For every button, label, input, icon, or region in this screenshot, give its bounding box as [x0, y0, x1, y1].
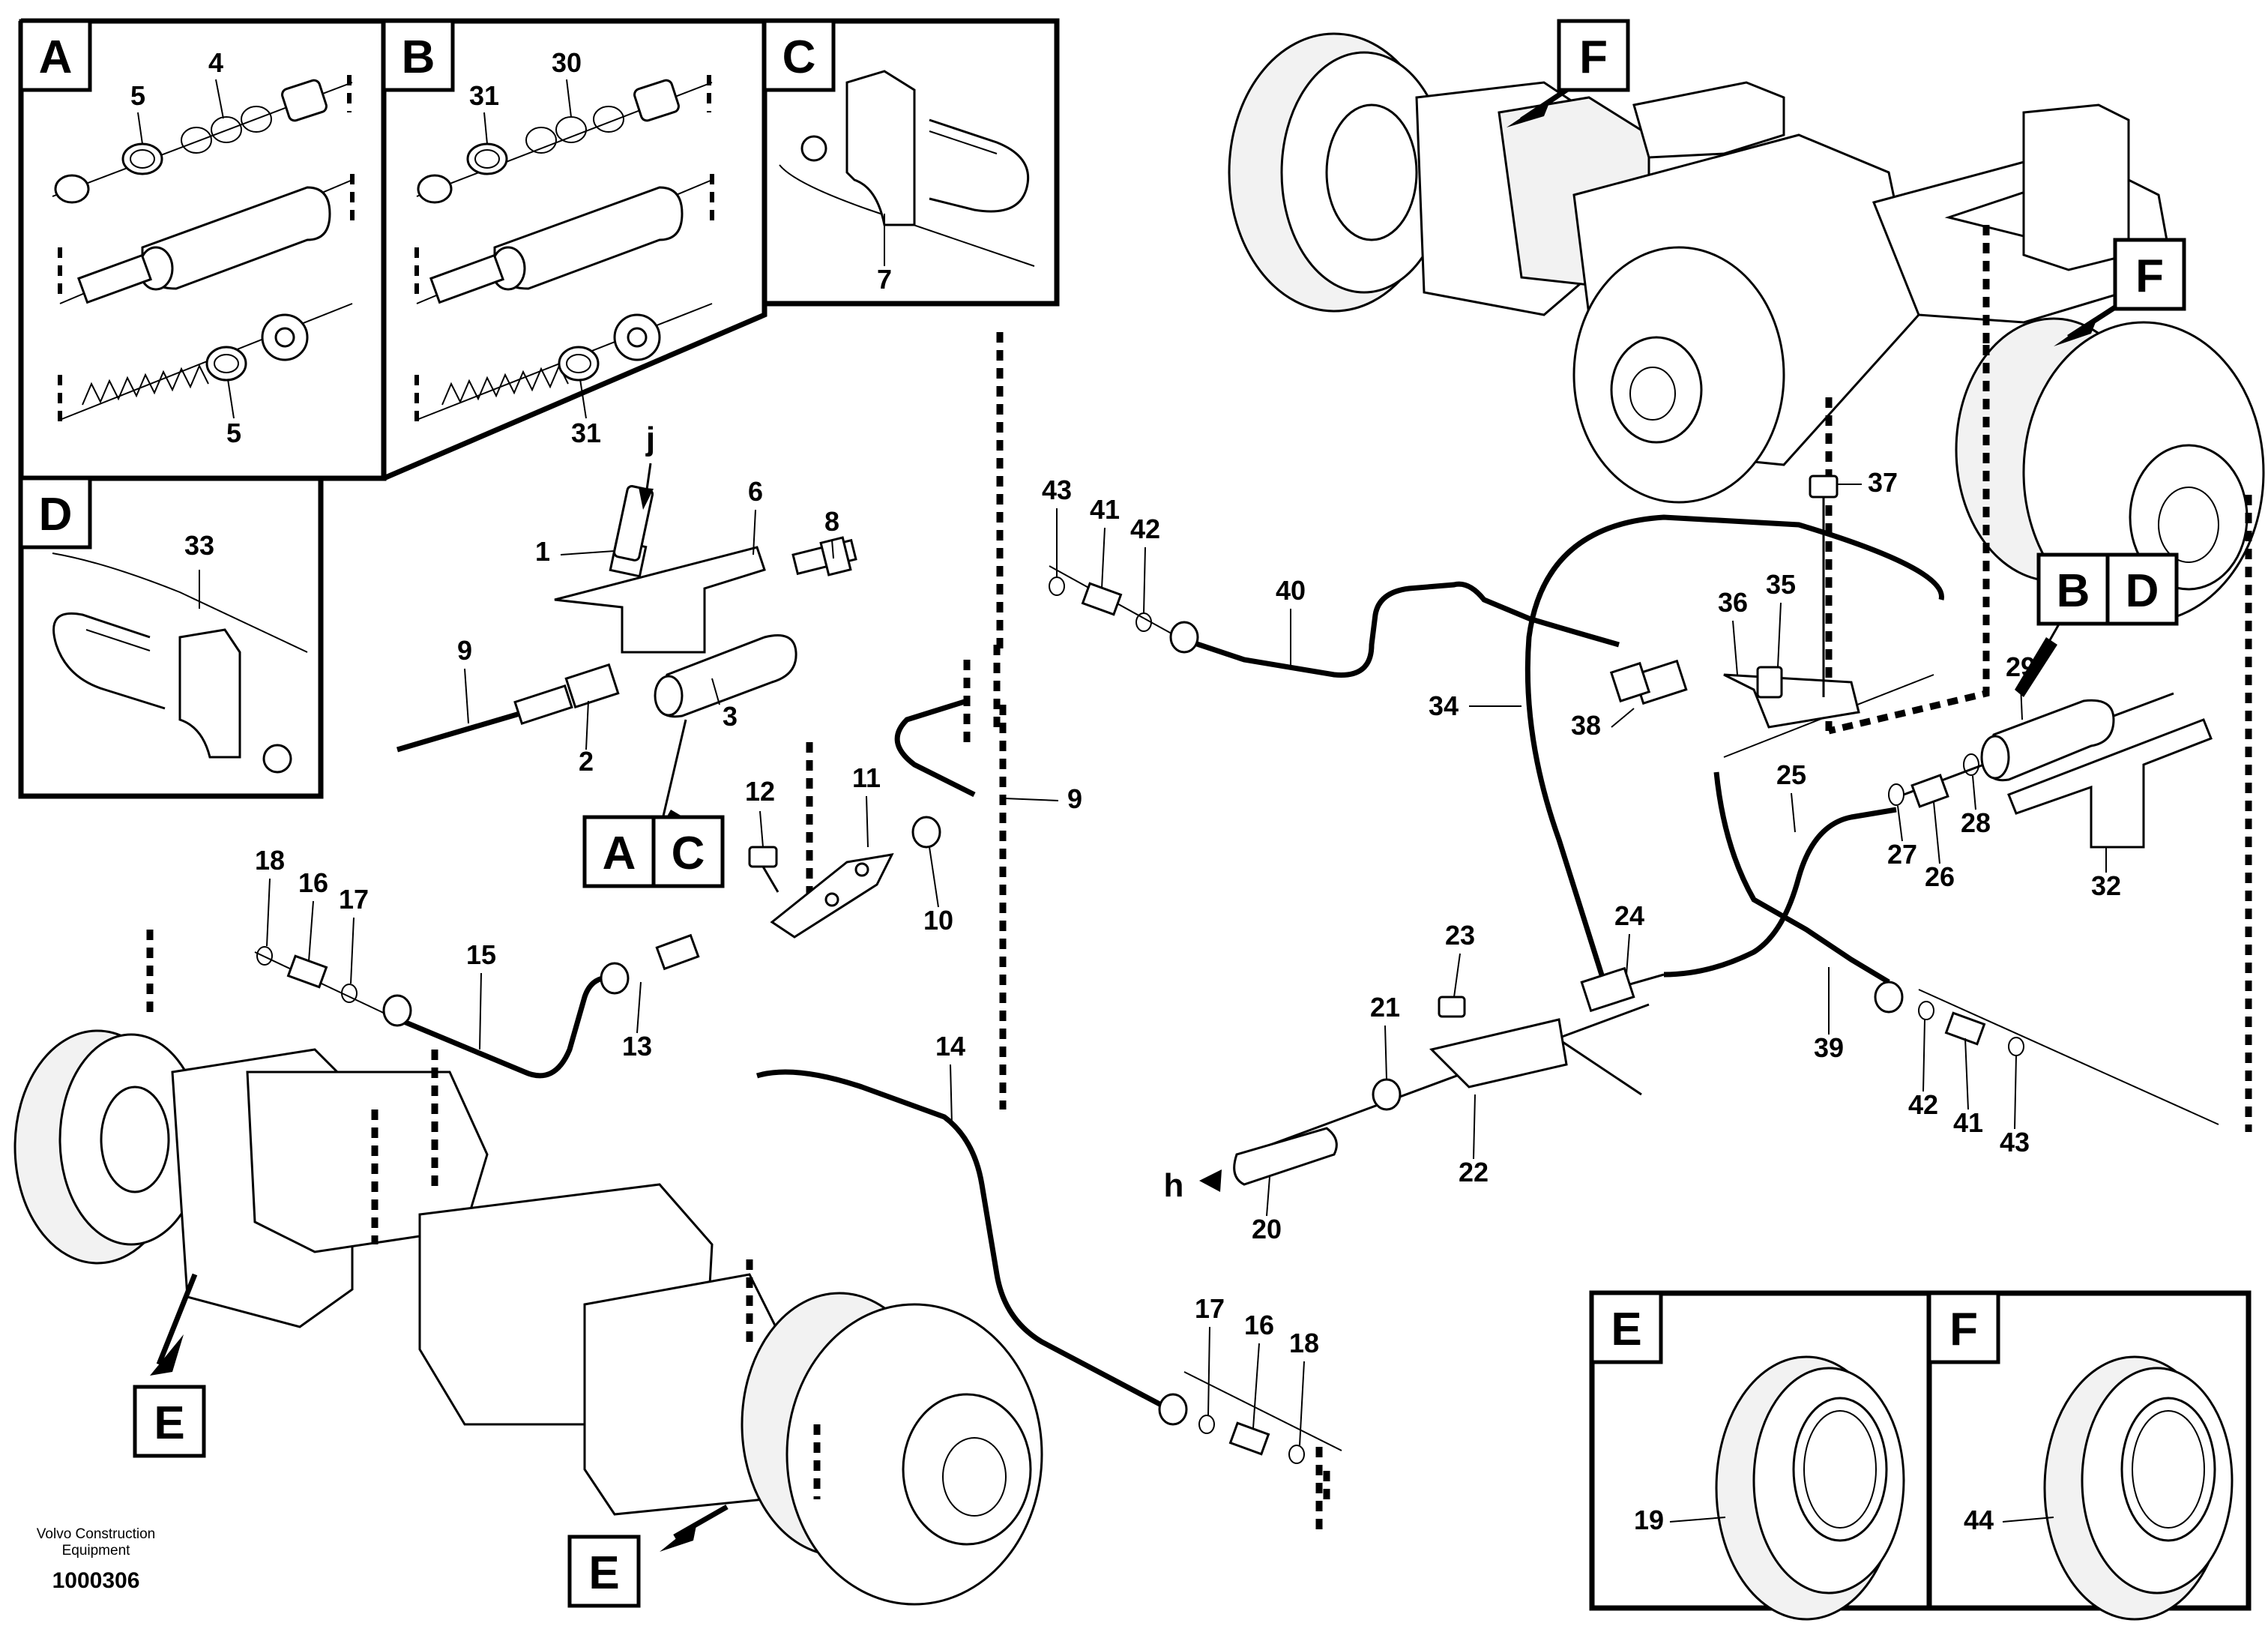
callout-26: 26: [1925, 861, 1955, 892]
callout-43: 43: [1042, 475, 1072, 505]
callout-11: 11: [852, 762, 881, 793]
callout-4: 4: [208, 47, 223, 78]
rear-axle-illustration: [1228, 32, 2265, 624]
detail-letter-b: B: [402, 31, 435, 83]
callout-30: 30: [552, 47, 582, 78]
detail-panel-c: C 7: [762, 18, 1060, 307]
callout-15: 15: [466, 939, 496, 970]
detail-letter-d: D: [39, 489, 73, 541]
pointer-letter-a: A: [603, 828, 636, 879]
callout-13: 13: [622, 1031, 652, 1062]
callout-32: 32: [2091, 870, 2121, 901]
callout-36: 36: [1718, 587, 1748, 618]
publisher-line-1: Volvo Construction: [37, 1526, 155, 1542]
callout-14: 14: [935, 1031, 965, 1062]
pointer-letter-b: B: [2057, 565, 2090, 617]
callout-35: 35: [1766, 569, 1796, 600]
detail-letter-a: A: [39, 31, 73, 83]
pointer-letter-f-top: F: [1579, 31, 1608, 83]
callout-31: 31: [469, 80, 499, 111]
callout-22: 22: [1459, 1157, 1489, 1187]
callout-38: 38: [1571, 710, 1601, 741]
callout-23: 23: [1445, 920, 1475, 951]
callout-17: 17: [339, 884, 369, 915]
callout-3: 3: [723, 701, 738, 732]
pointer-label-boxes: A C B D E E F F: [133, 19, 2186, 1608]
callout-41: 41: [1953, 1107, 1983, 1138]
callout-5: 5: [226, 418, 241, 448]
callout-25: 25: [1776, 759, 1806, 790]
callout-19: 19: [1634, 1505, 1664, 1535]
callout-42: 42: [1908, 1089, 1938, 1120]
callout-16: 16: [1244, 1310, 1274, 1340]
detail-letter-f: F: [1949, 1304, 1978, 1355]
callout-7: 7: [877, 264, 892, 295]
callout-41: 41: [1090, 494, 1120, 525]
callout-42: 42: [1130, 514, 1160, 544]
callout-10: 10: [923, 905, 953, 936]
callout-24: 24: [1614, 900, 1644, 931]
pointer-letter-e-front: E: [154, 1397, 184, 1449]
detail-panel-d: D 33: [18, 475, 324, 799]
callout-43: 43: [2000, 1127, 2030, 1157]
pointer-letter-f-right: F: [2135, 250, 2164, 302]
callout-5: 5: [130, 80, 145, 111]
pointer-letter-e-rear: E: [588, 1547, 619, 1599]
callout-2: 2: [579, 746, 594, 777]
callout-20: 20: [1252, 1214, 1282, 1244]
publisher-line-2: Equipment: [62, 1543, 131, 1559]
callout-33: 33: [184, 530, 214, 561]
callout-18: 18: [255, 845, 285, 876]
callout-18: 18: [1289, 1328, 1319, 1358]
callout-27: 27: [1887, 839, 1917, 870]
callout-17: 17: [1195, 1293, 1225, 1324]
dashed-break-lines: [146, 225, 2252, 1529]
callout-9: 9: [457, 635, 472, 666]
callout-44: 44: [1964, 1505, 1994, 1535]
callout-9: 9: [1067, 783, 1082, 814]
callout-6: 6: [748, 476, 763, 507]
detail-panel-a: A 5 4 5: [18, 18, 387, 481]
callout-12: 12: [745, 776, 775, 807]
callout-8: 8: [824, 506, 839, 537]
callout-16: 16: [298, 867, 328, 898]
detail-panel-b: B 31 30 31: [381, 18, 767, 481]
callout-1: 1: [535, 536, 550, 567]
detail-panel-e: E 19: [1589, 1290, 1932, 1621]
detail-letter-c: C: [782, 31, 816, 83]
callout-21: 21: [1370, 992, 1400, 1023]
callout-numbers: 1 6 8 9 2 3 9 12 11 10 18 16 17 15 13 14…: [255, 467, 2121, 1446]
callout-34: 34: [1429, 690, 1459, 721]
drawing-number: 1000306: [52, 1568, 140, 1593]
pointer-letter-c: C: [672, 828, 705, 879]
callout-37: 37: [1868, 467, 1898, 498]
detail-letter-e: E: [1611, 1304, 1641, 1355]
detail-panel-f: F 44: [1926, 1290, 2252, 1621]
flow-label-j: j: [645, 421, 655, 457]
callout-29: 29: [2006, 651, 2036, 682]
front-axle-illustration: [13, 1029, 1043, 1606]
callout-40: 40: [1276, 575, 1306, 606]
flow-label-h: h: [1164, 1167, 1184, 1204]
callout-28: 28: [1961, 807, 1991, 838]
callout-31: 31: [571, 418, 601, 448]
pointer-letter-d: D: [2126, 565, 2159, 617]
callout-39: 39: [1814, 1032, 1844, 1063]
